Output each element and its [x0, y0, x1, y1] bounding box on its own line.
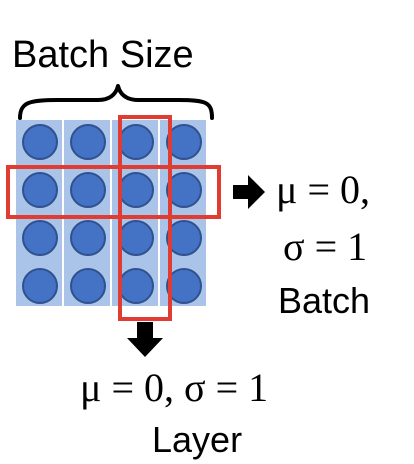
- neuron-circle: [166, 268, 202, 304]
- neuron-circle: [118, 220, 154, 256]
- neuron-circle: [166, 220, 202, 256]
- batch-mu-value: μ = 0,: [276, 167, 371, 212]
- neuron-circle: [118, 268, 154, 304]
- neuron-grid: [22, 124, 202, 304]
- neuron-circle: [70, 268, 106, 304]
- layer-column-highlight: [118, 115, 172, 321]
- arrow-right-icon: [233, 175, 265, 209]
- batch-size-title: Batch Size: [12, 34, 194, 76]
- batch-sigma-value: σ = 1: [283, 224, 368, 269]
- neuron-circle: [22, 172, 58, 208]
- batch-label: Batch: [278, 280, 371, 321]
- layer-stats-value: μ = 0, σ = 1: [80, 365, 269, 410]
- neuron-circle: [70, 172, 106, 208]
- neuron-circle: [118, 172, 154, 208]
- layer-label: Layer: [152, 419, 243, 460]
- neuron-circle: [70, 220, 106, 256]
- neuron-circle: [70, 124, 106, 160]
- neuron-circle: [22, 124, 58, 160]
- neuron-circle: [166, 124, 202, 160]
- neuron-circle: [22, 268, 58, 304]
- batch-row-highlight: [6, 165, 221, 219]
- neuron-circle: [118, 124, 154, 160]
- brace-icon: [18, 84, 214, 120]
- arrow-down-icon: [127, 322, 163, 357]
- neuron-circle: [22, 220, 58, 256]
- neuron-circle: [166, 172, 202, 208]
